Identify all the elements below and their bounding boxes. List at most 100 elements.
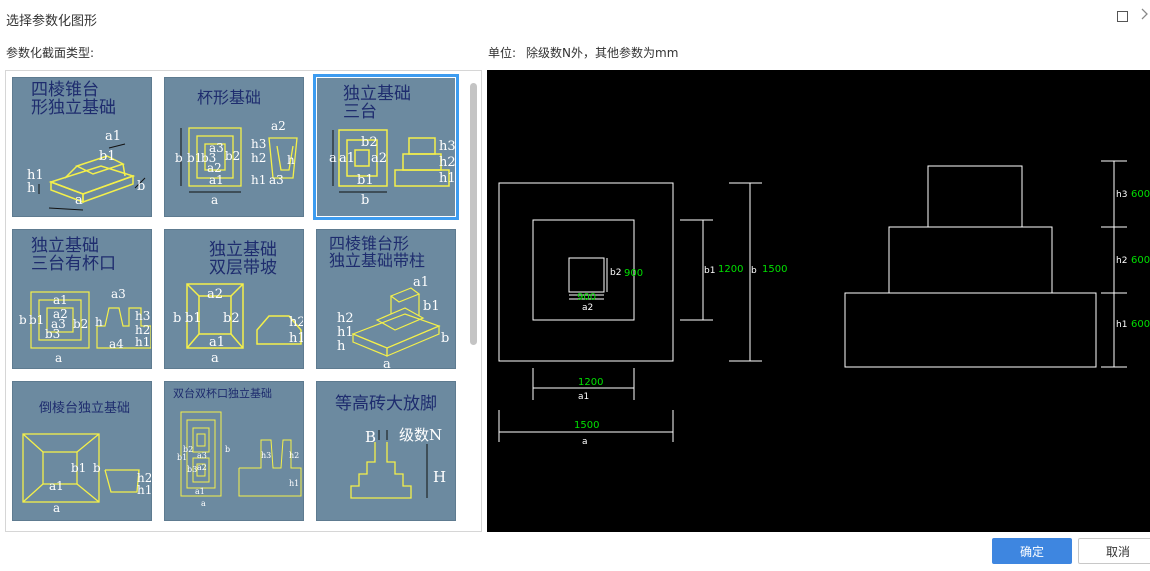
param-H: H <box>433 468 446 486</box>
svg-text:h: h <box>287 153 295 167</box>
param-h1: h1 <box>27 168 44 183</box>
units-description: 除级数N外，其他参数为mm <box>526 46 679 60</box>
param-b2: b2 <box>361 135 378 150</box>
cancel-button[interactable]: 取消 <box>1078 538 1150 564</box>
svg-text:h2: h2 <box>289 451 299 460</box>
svg-text:h2: h2 <box>251 151 266 165</box>
svg-text:h3: h3 <box>251 137 266 151</box>
dim-label-b: b <box>751 266 757 276</box>
svg-text:h1: h1 <box>289 479 299 488</box>
svg-text:b3: b3 <box>45 327 60 341</box>
svg-text:h3: h3 <box>135 309 150 323</box>
tile-caption: 独立基础 三台有杯口 <box>31 236 116 274</box>
svg-text:b1: b1 <box>29 313 44 327</box>
dim-value-a1: 1200 <box>578 377 603 388</box>
svg-text:a2: a2 <box>197 463 207 472</box>
svg-text:a: a <box>211 351 219 366</box>
dim-value-h3: 600 <box>1131 189 1150 200</box>
elevation-tier-3 <box>927 165 1023 228</box>
svg-text:h1: h1 <box>337 325 354 340</box>
param-a2: a2 <box>371 151 387 166</box>
shape-tile-pyramid-footing[interactable]: 四棱锥台 形独立基础 a1 b1 h1 h a b <box>12 77 152 217</box>
svg-text:a2: a2 <box>271 119 286 133</box>
dim-label-h2: h2 <box>1116 256 1127 266</box>
param-a: a <box>329 151 337 166</box>
title-bar: 选择参数化图形 <box>0 0 1150 36</box>
gallery-scrollbar[interactable] <box>470 83 477 345</box>
dim-value-b2: 900 <box>624 268 643 279</box>
svg-text:b: b <box>225 445 230 454</box>
svg-text:b1: b1 <box>71 461 86 475</box>
shape-tile-brick-footing[interactable]: 等高砖大放脚 B 级数N H <box>316 381 456 521</box>
svg-text:b: b <box>175 151 183 165</box>
svg-text:h1: h1 <box>289 331 304 346</box>
param-b1: b1 <box>357 173 374 188</box>
svg-text:a: a <box>201 499 206 508</box>
param-h3: h3 <box>439 139 456 154</box>
dim-label-a2: a2 <box>582 303 593 313</box>
svg-text:h2: h2 <box>289 315 304 330</box>
svg-text:a4: a4 <box>109 337 124 351</box>
dim-value-a: 1500 <box>574 420 599 431</box>
svg-text:h: h <box>337 339 346 354</box>
tile-caption: 双台双杯口独立基础 <box>173 387 272 400</box>
svg-text:a1: a1 <box>209 335 225 350</box>
preview-canvas: a2 b2 b1 b a1 a h3 h2 h1 900 900 1200 15… <box>487 70 1150 532</box>
param-b: b <box>137 179 145 194</box>
svg-text:h3: h3 <box>261 451 271 460</box>
param-h2: h2 <box>439 155 456 170</box>
dim-value-b: 1500 <box>762 264 787 275</box>
plan-mid-rect <box>532 219 635 321</box>
param-h: h <box>27 181 36 196</box>
tile-diagram: b2 a2 a1 b1 a b h3 h2 h1 <box>329 129 456 208</box>
svg-text:b3: b3 <box>187 465 197 474</box>
tile-caption: 独立基础 双层带坡 <box>209 240 277 278</box>
svg-text:a1: a1 <box>53 293 68 307</box>
shape-tile-three-tier-footing[interactable]: 独立基础 三台 b2 a2 a1 b1 a b h3 <box>313 74 459 220</box>
param-h1: h1 <box>439 171 456 186</box>
tile-caption: 杯形基础 <box>197 88 262 107</box>
tile-caption: 等高砖大放脚 <box>335 394 437 414</box>
dim-value-a2: 900 <box>577 292 596 303</box>
chevron-right-icon[interactable] <box>1140 7 1150 25</box>
section-types-label: 参数化截面类型: <box>6 46 95 60</box>
dim-value-h2: 600 <box>1131 255 1150 266</box>
dim-label-h1: h1 <box>1116 320 1127 330</box>
svg-text:h2: h2 <box>337 311 354 326</box>
svg-text:h: h <box>95 315 103 329</box>
tile-diagram: a1 b1 h1 h a b <box>27 129 146 211</box>
param-level-count: 级数N <box>399 426 442 444</box>
svg-text:h1: h1 <box>135 335 150 349</box>
svg-text:a: a <box>383 357 391 369</box>
param-b1: b1 <box>99 149 116 164</box>
shape-gallery: 四棱锥台 形独立基础 a1 b1 h1 h a b <box>5 70 482 532</box>
svg-text:a3: a3 <box>197 451 207 460</box>
svg-text:b1: b1 <box>423 299 440 314</box>
dim-label-a: a <box>582 437 588 447</box>
svg-text:b1: b1 <box>185 311 202 326</box>
ok-button[interactable]: 确定 <box>992 538 1072 564</box>
svg-text:h1: h1 <box>137 483 152 497</box>
svg-text:b2: b2 <box>183 445 193 454</box>
maximize-icon[interactable] <box>1117 11 1128 22</box>
svg-text:a: a <box>55 351 62 365</box>
svg-text:a3: a3 <box>111 287 126 301</box>
svg-text:b3: b3 <box>201 151 216 165</box>
dim-label-h3: h3 <box>1116 190 1127 200</box>
svg-text:h2: h2 <box>137 471 152 485</box>
tile-caption: 四棱锥台 形独立基础 <box>31 80 116 118</box>
param-B: B <box>365 428 376 446</box>
svg-text:b: b <box>93 461 101 475</box>
svg-text:h2: h2 <box>135 323 150 337</box>
